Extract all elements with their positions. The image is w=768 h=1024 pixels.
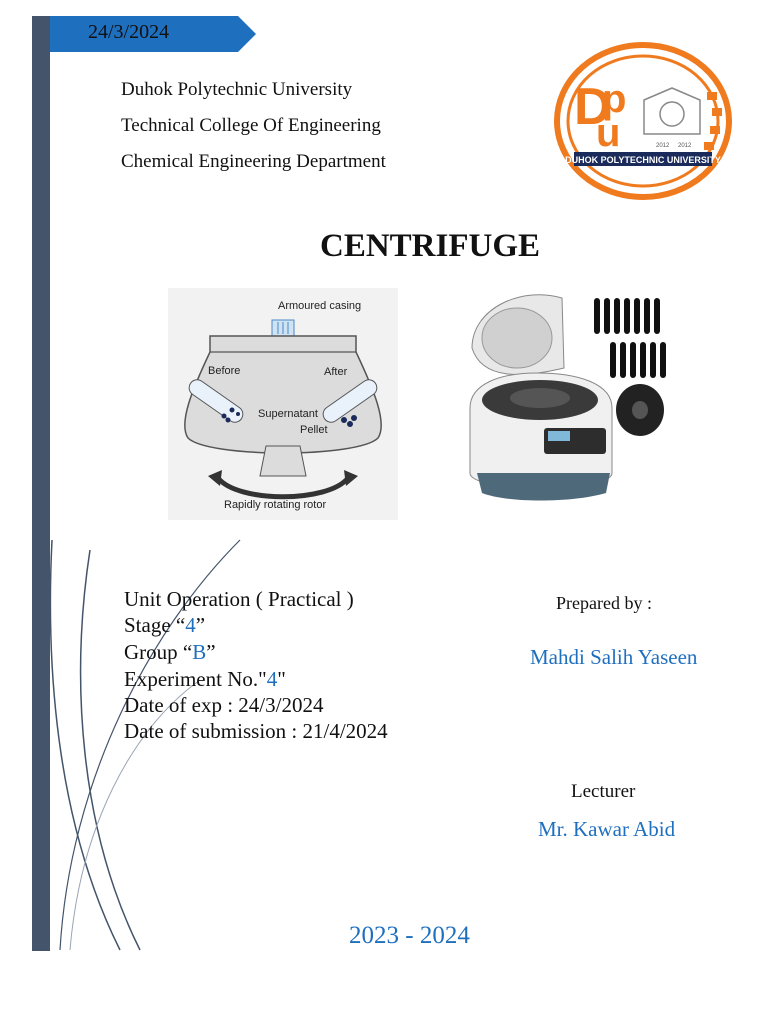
group-prefix: Group “ xyxy=(124,640,193,664)
label-pellet: Pellet xyxy=(300,424,328,436)
stage-suffix: ” xyxy=(195,613,206,637)
svg-text:u: u xyxy=(596,111,620,155)
label-after: After xyxy=(324,366,348,378)
experiment-value: 4 xyxy=(266,667,278,691)
centrifuge-photo xyxy=(462,288,672,513)
label-before: Before xyxy=(208,365,240,377)
course-line: Unit Operation ( Practical ) xyxy=(124,587,354,611)
stage-prefix: Stage “ xyxy=(124,613,186,637)
svg-text:D: D xyxy=(574,78,612,136)
academic-year: 2023 - 2024 xyxy=(349,922,470,949)
logo-year-left: 2012 xyxy=(656,143,670,149)
prepared-by-name: Mahdi Salih Yaseen xyxy=(530,645,698,669)
university-logo: D p u 2012 2012 DUHOK POLYTECHNIC UNIVER… xyxy=(552,42,734,200)
left-sidebar-bar xyxy=(32,16,50,951)
page-title: CENTRIFUGE xyxy=(319,228,541,264)
logo-year-right: 2012 xyxy=(678,143,692,149)
logo-banner-text: DUHOK POLYTECHNIC UNIVERSITY xyxy=(565,155,721,165)
lecturer-name: Mr. Kawar Abid xyxy=(538,817,676,841)
experiment-suffix: " xyxy=(277,667,286,691)
experiment-line: Experiment No."4" xyxy=(124,667,286,692)
centrifuge-diagram: Armoured casing Before After Supernatant… xyxy=(168,288,398,520)
college-name: Technical College Of Engineering xyxy=(121,115,381,136)
lecturer-label: Lecturer xyxy=(571,781,636,802)
date-tab-label: 24/3/2024 xyxy=(88,21,170,43)
date-tab: 24/3/2024 xyxy=(50,16,256,52)
stage-line: Stage “4” xyxy=(124,613,205,638)
svg-text:p: p xyxy=(602,77,626,121)
date-of-exp-line: Date of exp : 24/3/2024 xyxy=(124,693,324,717)
decorative-curves xyxy=(49,539,241,951)
experiment-prefix: Experiment No." xyxy=(124,667,267,691)
university-name: Duhok Polytechnic University xyxy=(121,79,353,100)
group-suffix: ” xyxy=(206,640,216,664)
group-value: B xyxy=(192,640,207,664)
prepared-by-label: Prepared by : xyxy=(556,593,652,613)
department-name: Chemical Engineering Department xyxy=(121,151,386,172)
label-armoured-casing: Armoured casing xyxy=(278,300,361,312)
label-supernatant: Supernatant xyxy=(258,408,318,420)
group-line: Group “B” xyxy=(124,640,216,665)
stage-value: 4 xyxy=(185,613,196,637)
date-of-submission-line: Date of submission : 21/4/2024 xyxy=(124,719,388,743)
label-rotor: Rapidly rotating rotor xyxy=(224,499,326,511)
